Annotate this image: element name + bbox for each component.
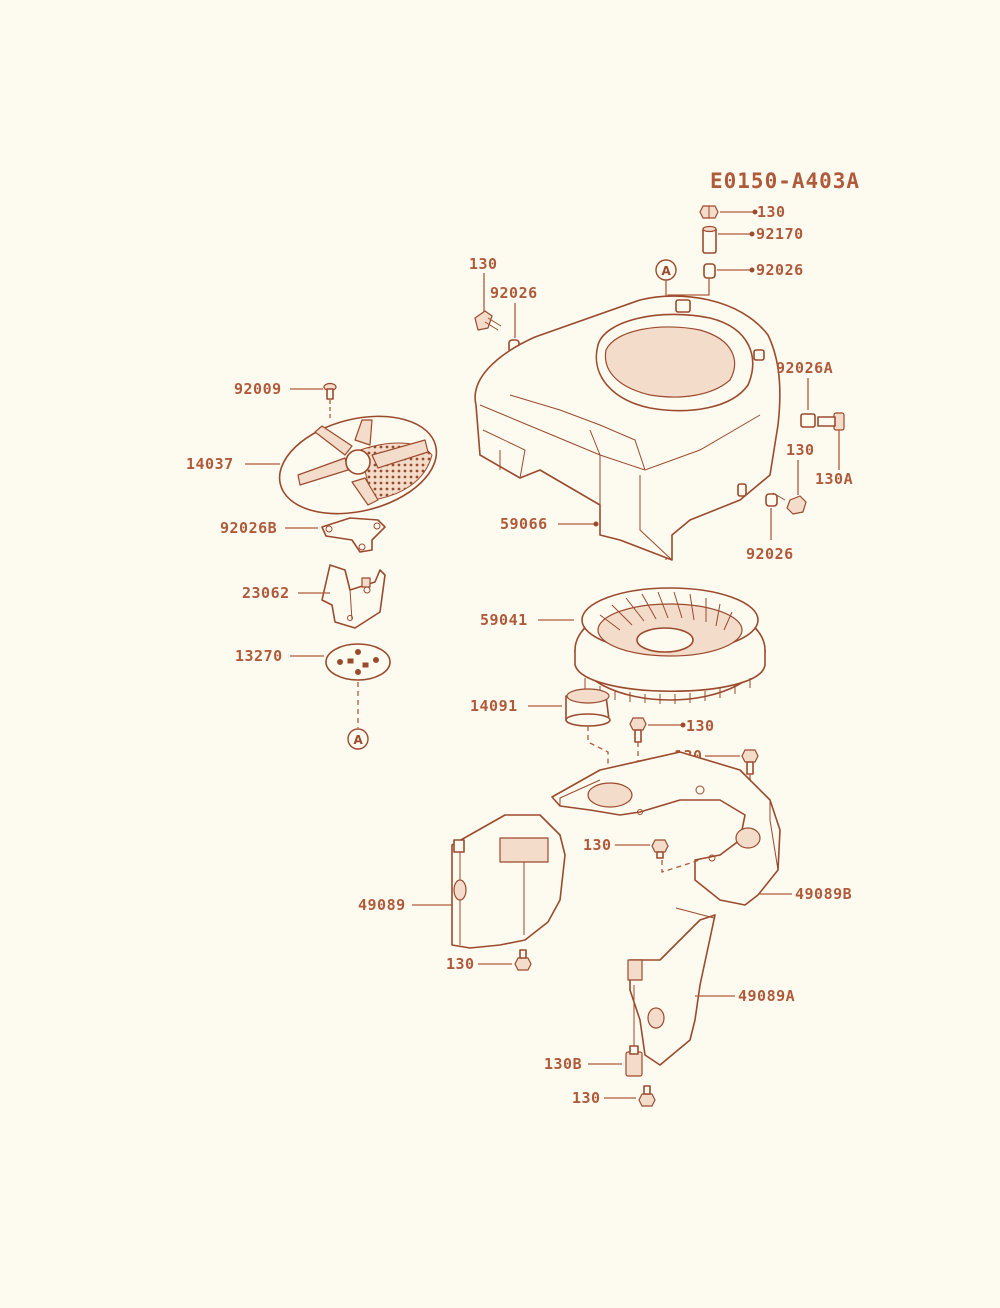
bolt-130b bbox=[625, 1045, 643, 1077]
collar-92026-right bbox=[765, 493, 778, 507]
fan-shroud-59066 bbox=[474, 295, 781, 561]
collar-92026-top bbox=[703, 263, 716, 279]
callout-49089[interactable]: 49089 bbox=[358, 896, 406, 914]
callout-92026-right[interactable]: 92026 bbox=[746, 545, 794, 563]
bolt-130-left bbox=[474, 310, 502, 331]
plate-13270 bbox=[325, 643, 391, 681]
callout-92026-left[interactable]: 92026 bbox=[490, 284, 538, 302]
svg-text:A: A bbox=[354, 733, 364, 747]
collar-92026a bbox=[800, 413, 816, 428]
leader-dot bbox=[752, 209, 758, 215]
screen-14037 bbox=[278, 415, 438, 515]
callout-14091[interactable]: 14091 bbox=[470, 697, 518, 715]
bolt-130-mid1 bbox=[629, 717, 647, 743]
ref-marker-a-left: A bbox=[347, 728, 369, 750]
callout-92026b[interactable]: 92026B bbox=[220, 519, 277, 537]
callout-130-top[interactable]: 130 bbox=[757, 203, 786, 221]
callout-59066[interactable]: 59066 bbox=[500, 515, 548, 533]
callout-130-bot1[interactable]: 130 bbox=[446, 955, 475, 973]
callout-130-mid3[interactable]: 130 bbox=[583, 836, 612, 854]
cover-49089a bbox=[627, 907, 716, 1066]
callout-130-mid1[interactable]: 130 bbox=[686, 717, 715, 735]
svg-text:A: A bbox=[662, 264, 672, 278]
shroud-tab bbox=[737, 483, 747, 497]
callout-13270[interactable]: 13270 bbox=[235, 647, 283, 665]
bolt-92009 bbox=[323, 382, 337, 400]
bracket-23062 bbox=[321, 564, 386, 629]
bolt-130-bot1 bbox=[514, 949, 532, 971]
bolt-130-mid2 bbox=[741, 749, 759, 775]
callout-130-bot2[interactable]: 130 bbox=[572, 1089, 601, 1107]
callout-92009[interactable]: 92009 bbox=[234, 380, 282, 398]
ref-marker-a-top: A bbox=[655, 259, 677, 281]
callout-59041[interactable]: 59041 bbox=[480, 611, 528, 629]
callout-92170[interactable]: 92170 bbox=[756, 225, 804, 243]
bolt-130-bot2 bbox=[638, 1085, 656, 1107]
flywheel-59041 bbox=[574, 587, 766, 704]
diagram-code: E0150-A403A bbox=[710, 169, 860, 193]
callout-92026-top[interactable]: 92026 bbox=[756, 261, 804, 279]
callout-130-right[interactable]: 130 bbox=[786, 441, 815, 459]
bolt-130-mid3 bbox=[651, 839, 669, 859]
bolt-130a bbox=[817, 412, 845, 431]
callout-49089b[interactable]: 49089B bbox=[795, 885, 852, 903]
callout-49089a[interactable]: 49089A bbox=[738, 987, 795, 1005]
callout-130a[interactable]: 130A bbox=[815, 470, 853, 488]
plate-92026b bbox=[321, 517, 386, 553]
callout-92026a[interactable]: 92026A bbox=[776, 359, 833, 377]
callout-130b[interactable]: 130B bbox=[544, 1055, 582, 1073]
callout-130-left[interactable]: 130 bbox=[469, 255, 498, 273]
bolt-130-right bbox=[772, 492, 807, 515]
cover-49089 bbox=[451, 814, 566, 949]
plate-49089b bbox=[551, 751, 781, 906]
spacer-92170 bbox=[702, 225, 717, 254]
callout-14037[interactable]: 14037 bbox=[186, 455, 234, 473]
top-bolt-130 bbox=[699, 205, 719, 219]
cup-14091 bbox=[565, 688, 611, 727]
callout-23062[interactable]: 23062 bbox=[242, 584, 290, 602]
